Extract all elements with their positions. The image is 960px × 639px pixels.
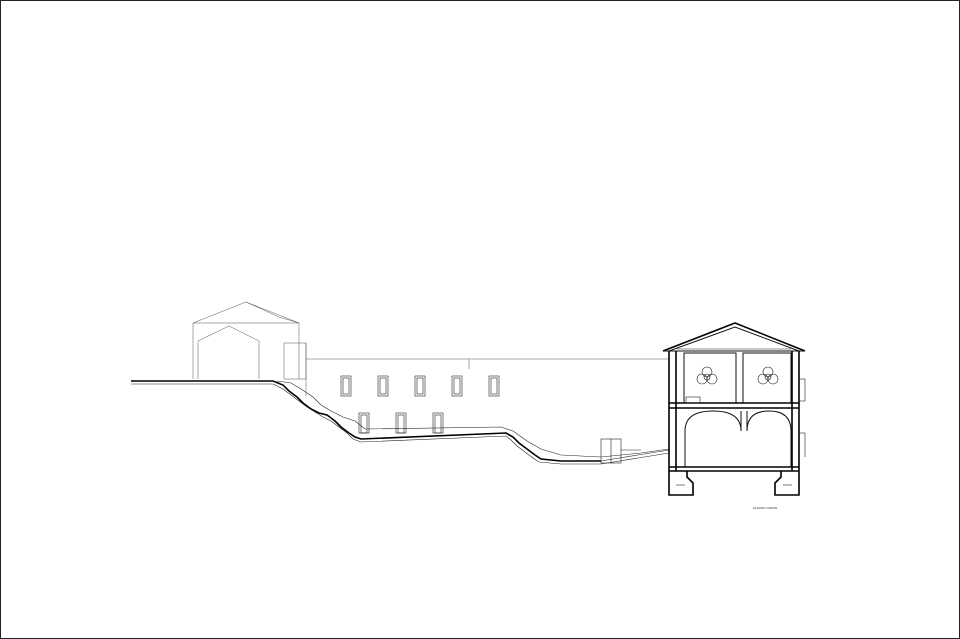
- background-wall: [305, 343, 669, 396]
- trefoil-ornament-left: [696, 366, 718, 385]
- garden-gate: [600, 438, 641, 464]
- stepped-terrain: [272, 380, 670, 465]
- background-house: [192, 301, 307, 380]
- upper-windows: [340, 375, 500, 397]
- house-section: [662, 322, 806, 496]
- lower-windows: [358, 412, 444, 434]
- trefoil-ornament-right: [757, 366, 779, 385]
- drawing-caption: ALZADO NORTE: [753, 506, 778, 510]
- ground-line-left: [131, 380, 273, 385]
